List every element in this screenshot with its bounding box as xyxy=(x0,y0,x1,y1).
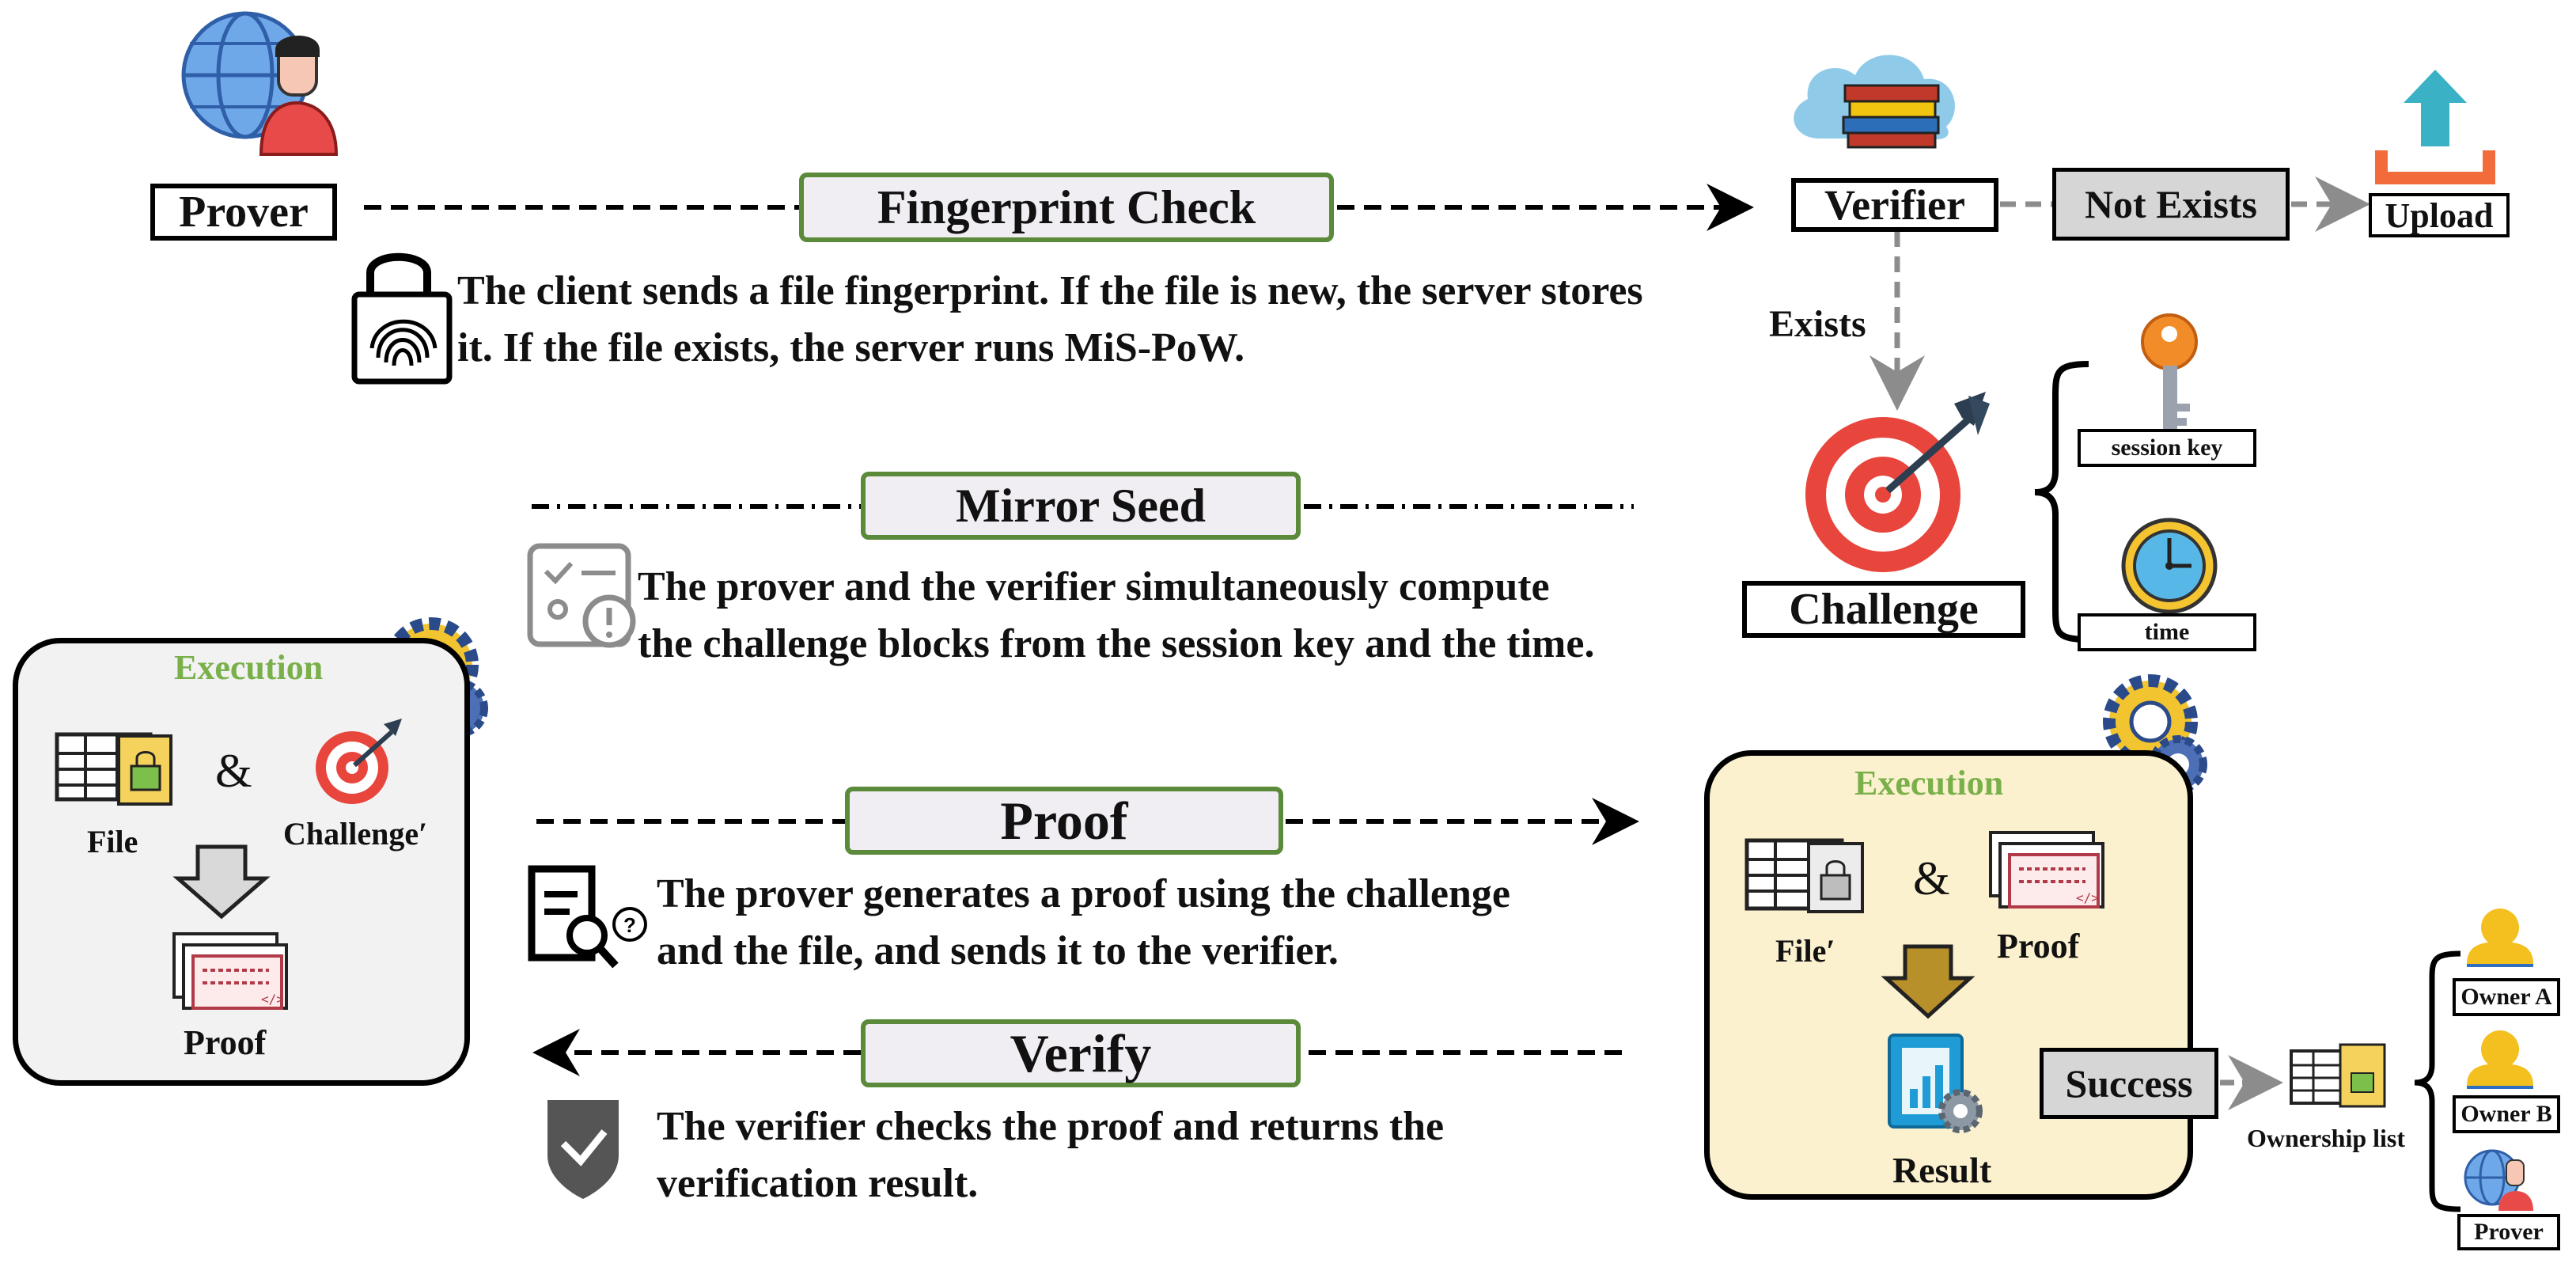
challenge-label: Challenge xyxy=(1789,585,1979,634)
mirror-seed-title: Mirror Seed xyxy=(955,479,1207,532)
challenge-target-icon xyxy=(1805,392,1990,572)
proof-description: The prover generates a proof using the c… xyxy=(657,866,1685,980)
time-label: time xyxy=(2144,619,2190,645)
owner-prover-label: Prover xyxy=(2474,1219,2544,1245)
verifier-label: Verifier xyxy=(1824,181,1965,229)
fingerprint-lock-icon xyxy=(351,252,453,385)
time-box: time xyxy=(2078,613,2256,651)
left-challenge-label: Challenge′ xyxy=(283,816,428,852)
mirror-seed-box: Mirror Seed xyxy=(861,472,1301,540)
owner-b-label: Owner B xyxy=(2460,1101,2552,1127)
left-execution-title: Execution xyxy=(174,648,324,687)
success-label: Success xyxy=(2065,1061,2193,1106)
mirror-seed-description: The prover and the verifier simultaneous… xyxy=(638,559,1761,673)
right-execution-title: Execution xyxy=(1854,764,2004,802)
right-file-label: File′ xyxy=(1775,933,1835,969)
success-box: Success xyxy=(2040,1048,2218,1119)
proof-title: Proof xyxy=(1000,790,1128,851)
session-key-label: session key xyxy=(2111,434,2223,461)
left-proof-label: Proof xyxy=(184,1023,267,1062)
ownership-list-label: Ownership list xyxy=(2247,1124,2406,1152)
fingerprint-check-title: Fingerprint Check xyxy=(877,180,1256,233)
left-execution-panel xyxy=(13,638,470,1086)
owner-a-box: Owner A xyxy=(2453,978,2560,1016)
right-proof-label: Proof xyxy=(1997,927,2080,965)
fingerprint-desc-line2: it. If the file exists, the server runs … xyxy=(457,325,1245,370)
verify-desc-line1: The verifier checks the proof and return… xyxy=(657,1104,1445,1149)
upload-label: Upload xyxy=(2385,195,2494,235)
time-clock-icon xyxy=(2121,518,2218,614)
upload-box: Upload xyxy=(2369,193,2510,237)
fingerprint-description: The client sends a file fingerprint. If … xyxy=(457,263,1739,377)
mirror-desc-line2: the challenge blocks from the session ke… xyxy=(638,621,1595,666)
proof-box: Proof xyxy=(845,787,1283,855)
fingerprint-desc-line1: The client sends a file fingerprint. If … xyxy=(457,268,1643,313)
session-key-box: session key xyxy=(2078,429,2256,467)
verify-description: The verifier checks the proof and return… xyxy=(657,1098,1685,1212)
session-key-icon xyxy=(2141,313,2198,429)
challenge-bracket xyxy=(2034,361,2089,643)
upload-icon xyxy=(2375,70,2495,184)
prover-label: Prover xyxy=(179,188,309,237)
prover-avatar-icon xyxy=(181,11,339,156)
proof-desc-line1: The prover generates a proof using the c… xyxy=(657,871,1510,916)
challenge-box: Challenge xyxy=(1742,581,2025,638)
cloud-storage-icon xyxy=(1794,55,1955,149)
not-exists-box: Not Exists xyxy=(2052,168,2290,241)
svg-text:?: ? xyxy=(623,913,636,937)
checklist-icon xyxy=(527,543,636,648)
proof-desc-line2: and the file, and sends it to the verifi… xyxy=(657,928,1339,973)
prover-box: Prover xyxy=(150,184,337,241)
verify-desc-line2: verification result. xyxy=(657,1161,979,1206)
verify-title: Verify xyxy=(1010,1022,1152,1083)
fingerprint-check-box: Fingerprint Check xyxy=(799,173,1334,242)
proof-search-icon: ? xyxy=(528,865,647,969)
owner-b-box: Owner B xyxy=(2453,1095,2560,1133)
ownership-bracket xyxy=(2414,950,2461,1212)
owner-prover-box: Prover xyxy=(2457,1214,2560,1250)
verifier-box: Verifier xyxy=(1791,178,1998,232)
left-amp: & xyxy=(215,745,252,797)
verify-box: Verify xyxy=(861,1019,1301,1087)
shield-check-icon xyxy=(547,1100,619,1199)
left-file-label: File xyxy=(87,824,138,859)
not-exists-label: Not Exists xyxy=(2084,182,2258,226)
exists-label: Exists xyxy=(1769,303,1866,345)
right-execution-panel xyxy=(1704,750,2193,1200)
result-label: Result xyxy=(1892,1150,1992,1190)
owner-a-label: Owner A xyxy=(2460,984,2552,1010)
right-amp: & xyxy=(1913,852,1950,905)
mirror-desc-line1: The prover and the verifier simultaneous… xyxy=(638,564,1550,609)
